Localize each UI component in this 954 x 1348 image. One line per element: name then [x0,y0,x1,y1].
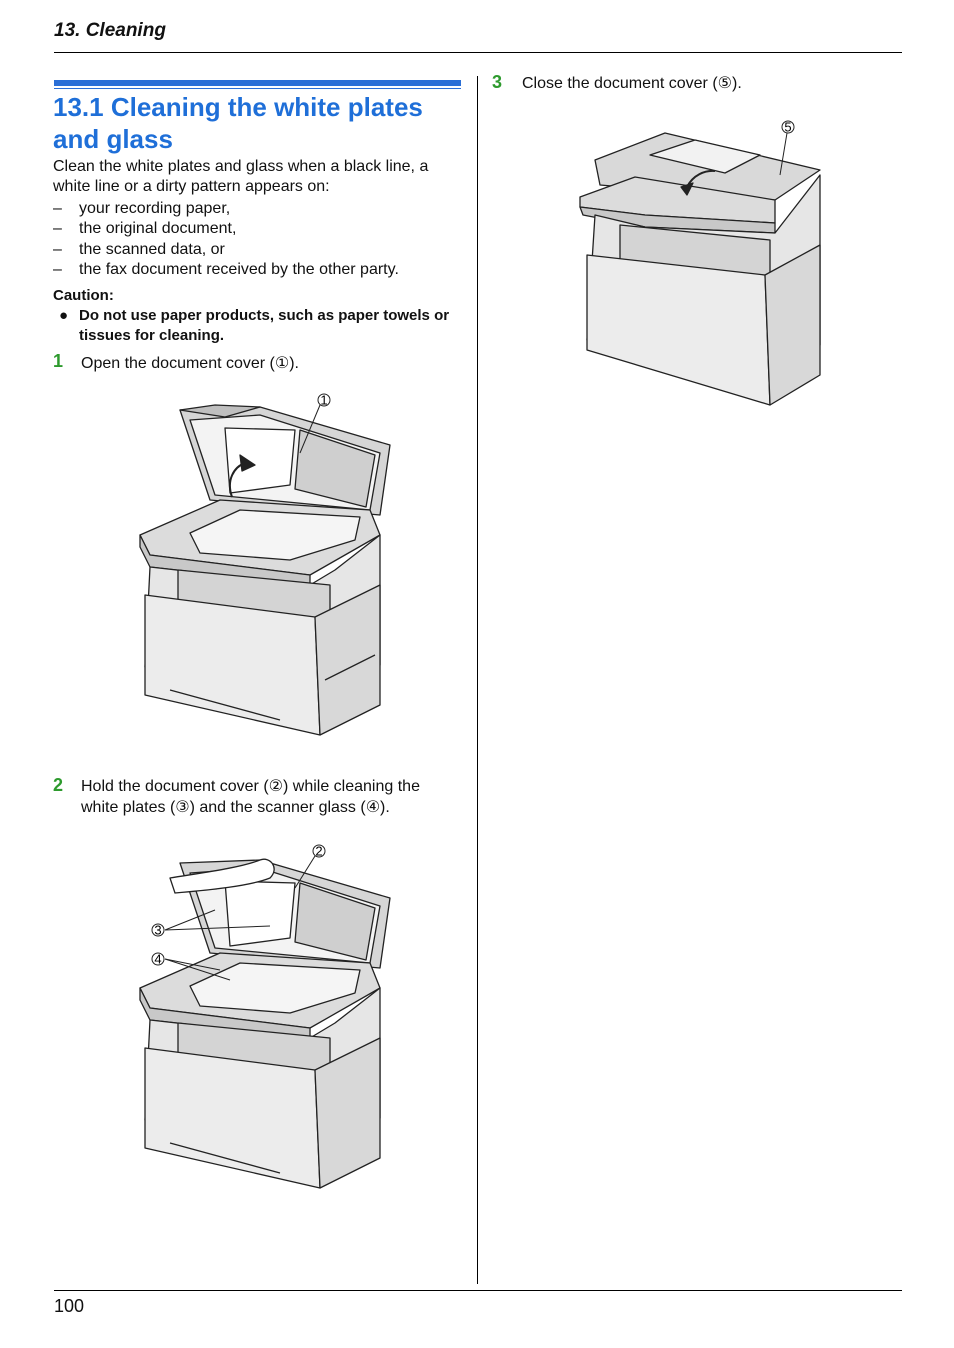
bullet-icon: ● [59,307,69,324]
step-1-text: Open the document cover (①). [81,355,299,372]
step-3-number: 3 [492,72,503,92]
step-1-number: 1 [53,351,64,371]
caution-item: ● Do not use paper products, such as pap… [59,307,450,344]
step-2-text: Hold the document cover (②) while cleani… [81,778,420,816]
step-3-text: Close the document cover (⑤). [522,75,742,92]
list-item: –the scanned data, or [53,240,225,258]
callout-2: 2 [315,844,322,859]
callout-3: 3 [154,923,161,938]
chapter-header: 13. Cleaning [54,20,166,41]
step-2-number: 2 [53,775,64,795]
list-item: –the original document, [53,220,237,238]
figure-close-cover: 5 [579,120,821,406]
page-number: 100 [54,1296,85,1316]
intro-paragraph: Clean the white plates and glass when a … [53,158,429,195]
section-title: 13.1 Cleaning the white plates and glass [53,92,423,154]
footer-rule [54,1290,902,1291]
condition-list: –your recording paper, –the original doc… [53,199,463,280]
figure-open-cover: 1 [139,393,391,736]
callout-4: 4 [154,952,161,967]
callout-5: 5 [784,120,791,135]
list-item: –the fax document received by the other … [53,260,399,278]
list-item: –your recording paper, [53,200,231,217]
header-rule [54,52,902,53]
column-divider [477,76,478,1284]
caution-label: Caution: [53,287,114,304]
section-bar [54,80,461,90]
figure-clean-glass: 2 3 4 [139,844,391,1189]
callout-1: 1 [320,393,327,408]
